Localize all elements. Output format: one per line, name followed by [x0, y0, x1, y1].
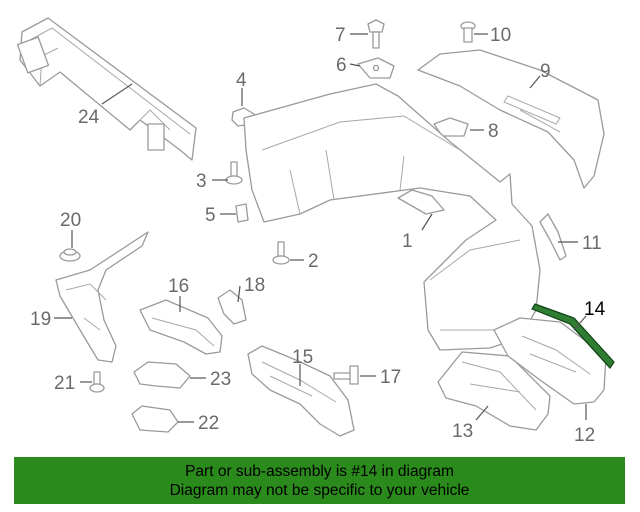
part-13-bracket[interactable]: [437, 351, 551, 431]
part-24-reinforcement-beam[interactable]: [16, 17, 197, 161]
callout-15: 15: [292, 347, 313, 368]
part-19-side-bracket[interactable]: [55, 231, 149, 363]
part-22-connector[interactable]: [131, 405, 179, 433]
callout-8: 8: [488, 121, 499, 142]
callout-labels: 24 4 3 5 6 7 10 9 8 1 11 2 20 19 21 16 1…: [30, 25, 606, 446]
callout-3: 3: [196, 171, 207, 192]
part-10-clip[interactable]: [460, 21, 476, 43]
callout-21: 21: [54, 373, 75, 394]
callout-24: 24: [78, 107, 100, 128]
part-15-absorber[interactable]: [247, 345, 355, 437]
part-1-bracket[interactable]: [397, 189, 445, 215]
part-12-lower-cover[interactable]: [493, 317, 607, 405]
part-2-bolt[interactable]: [272, 241, 290, 265]
callout-17: 17: [380, 367, 401, 388]
banner-line-1: Part or sub-assembly is #14 in diagram: [185, 463, 454, 480]
part-5-bracket[interactable]: [235, 203, 249, 223]
callout-5: 5: [205, 205, 216, 226]
part-3-bolt[interactable]: [225, 161, 243, 185]
part-11-side-trim[interactable]: [539, 213, 567, 261]
callout-22: 22: [198, 413, 219, 434]
callout-4: 4: [236, 70, 247, 91]
banner-line-2: Diagram may not be specific to your vehi…: [169, 482, 470, 499]
callout-lines: [54, 33, 587, 423]
part-20-cap[interactable]: [59, 248, 81, 262]
callout-10: 10: [490, 25, 511, 46]
callout-6: 6: [336, 55, 347, 76]
part-18-clip[interactable]: [217, 289, 247, 325]
part-16-absorber[interactable]: [139, 299, 223, 355]
parts-diagram: 24 4 3 5 6 7 10 9 8 1 11 2 20 19 21 16 1…: [16, 17, 615, 446]
part-23-bracket[interactable]: [133, 361, 191, 389]
bumper-cover[interactable]: [243, 83, 541, 351]
part-7-screw[interactable]: [367, 19, 385, 49]
callout-16: 16: [168, 276, 189, 297]
part-9-diffuser[interactable]: [417, 49, 605, 189]
part-17-bolt[interactable]: [333, 365, 359, 385]
info-banner: Part or sub-assembly is #14 in diagram D…: [14, 457, 625, 504]
callout-11: 11: [582, 233, 602, 254]
callout-2: 2: [308, 251, 319, 272]
part-14-molding-highlighted[interactable]: [531, 303, 615, 369]
callout-14: 14: [584, 299, 606, 320]
callout-9: 9: [540, 61, 551, 82]
callout-19: 19: [30, 309, 51, 330]
callout-20: 20: [60, 210, 81, 231]
part-6-bracket[interactable]: [357, 57, 395, 79]
callout-23: 23: [210, 369, 231, 390]
callout-18: 18: [244, 275, 265, 296]
callout-1: 1: [402, 231, 413, 252]
callout-7: 7: [335, 25, 346, 46]
part-21-bolt[interactable]: [89, 371, 105, 393]
callout-13: 13: [452, 421, 473, 442]
callout-12: 12: [574, 425, 595, 446]
